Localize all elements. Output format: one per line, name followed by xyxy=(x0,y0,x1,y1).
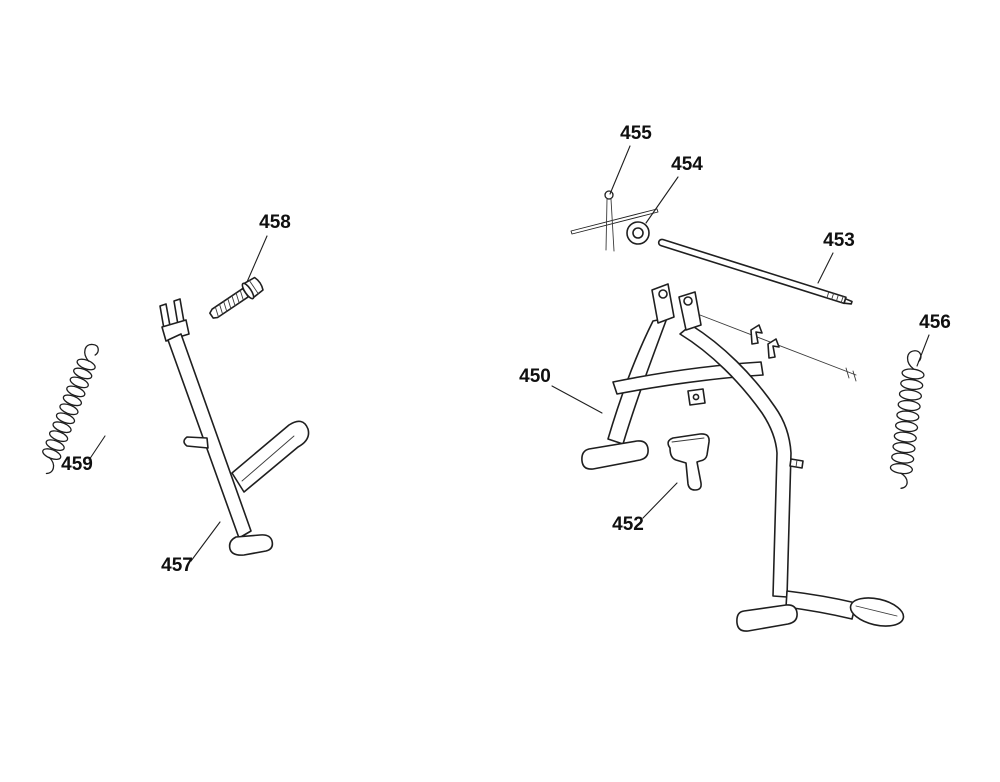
side-stand-foot xyxy=(228,534,274,556)
label-457: 457 xyxy=(161,555,193,576)
label-453: 453 xyxy=(823,230,855,251)
alignment-tick-2 xyxy=(852,370,857,382)
spring-hook-bottom xyxy=(900,472,908,489)
label-459: 459 xyxy=(61,454,93,475)
part-labels: 455 454 453 456 450 452 458 459 457 xyxy=(61,123,951,576)
center-stand-left-foot xyxy=(581,440,649,470)
spring-hook-lug-1 xyxy=(750,324,763,345)
spring-coils xyxy=(42,358,96,461)
side-stand-bracket-inner-line xyxy=(241,435,295,482)
spring-coils xyxy=(889,368,925,475)
split-pin-needle xyxy=(570,208,659,235)
spring-hook-lug-2 xyxy=(767,338,780,359)
bolt-flange xyxy=(241,282,255,300)
split-pin-leg-1 xyxy=(610,198,615,252)
side-peg-line xyxy=(795,459,798,468)
pedal-pad-inner-line xyxy=(855,605,898,617)
spring-hook-top xyxy=(84,343,99,362)
rod-tip xyxy=(843,298,853,305)
rubber-buffer xyxy=(667,433,710,491)
buffer-body xyxy=(667,433,710,491)
spring-hook-bottom xyxy=(45,456,55,475)
pivot-plate-left xyxy=(651,283,675,324)
side-stand-spring xyxy=(42,343,99,475)
rod-body xyxy=(657,238,847,305)
pivot-plate-right-hole xyxy=(683,296,693,306)
split-pin-leg-2 xyxy=(605,198,608,251)
pedal-pad xyxy=(849,597,905,627)
buffer-mount-tab-hole xyxy=(692,393,700,401)
label-455: 455 xyxy=(620,123,652,144)
center-stand xyxy=(581,283,905,632)
center-stand-right-foot xyxy=(736,604,798,632)
split-pin xyxy=(570,190,659,252)
split-pin-eyelet xyxy=(604,190,614,200)
label-458: 458 xyxy=(259,212,291,233)
leader-458 xyxy=(246,235,268,283)
leader-455 xyxy=(609,145,631,195)
side-stand-pin xyxy=(183,436,209,449)
buffer-inner-line xyxy=(671,437,705,443)
side-stand-bar xyxy=(167,333,252,539)
side-stand-bolt xyxy=(209,276,264,319)
center-stand-right-leg xyxy=(679,324,792,598)
leader-459 xyxy=(88,435,106,461)
leader-lines xyxy=(88,145,930,562)
center-stand-spring xyxy=(889,350,925,489)
leader-454 xyxy=(645,176,679,224)
bolt-shaft xyxy=(209,287,250,319)
leader-456 xyxy=(916,334,930,367)
label-452: 452 xyxy=(612,514,644,535)
pivot-rod xyxy=(657,238,853,305)
washer xyxy=(626,221,650,245)
bolt-threads xyxy=(214,289,244,318)
label-454: 454 xyxy=(671,154,703,175)
side-stand xyxy=(159,298,310,556)
bolt-head-facet xyxy=(248,280,259,295)
rod-threads xyxy=(826,291,844,303)
leader-453 xyxy=(817,252,834,284)
leader-452 xyxy=(642,482,678,519)
leader-457 xyxy=(190,521,221,562)
pedal-arm xyxy=(785,590,857,620)
label-456: 456 xyxy=(919,312,951,333)
alignment-tick-1 xyxy=(845,367,850,379)
washer-hole xyxy=(632,227,644,239)
leader-450 xyxy=(551,385,603,414)
pivot-plate-left-hole xyxy=(658,289,668,299)
label-450: 450 xyxy=(519,366,551,387)
